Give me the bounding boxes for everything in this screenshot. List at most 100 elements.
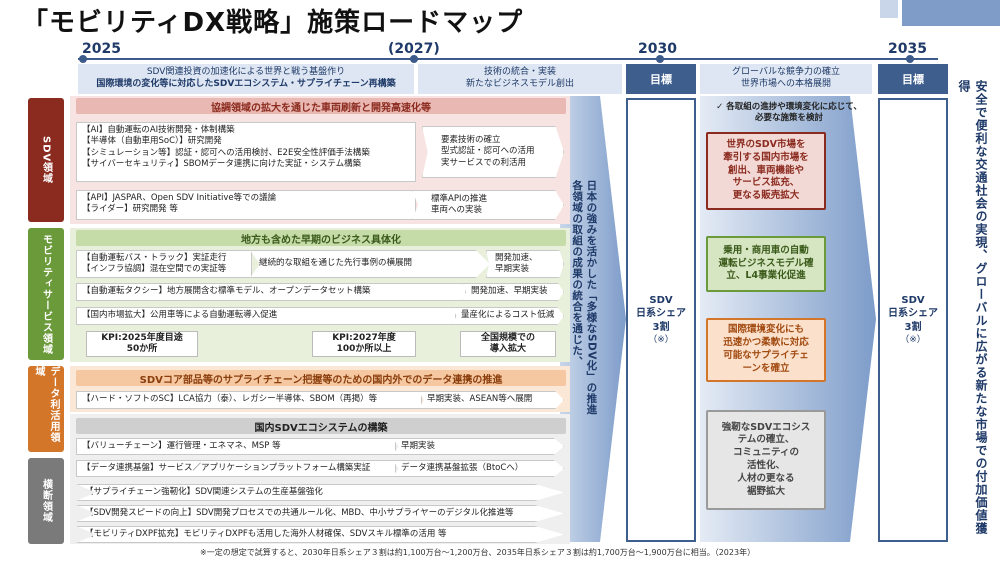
kpi-nationwide: 全国規模での導入拡大 [460, 331, 556, 357]
mobility-domestic: 【国内市場拡大】公用車等による自動運転導入促進 [76, 307, 456, 325]
sdv-item-simulation: 【シミュレーション等】認証・認可への活用検討、E2E安全性評価手法構築 [82, 147, 370, 158]
g3-line3: 可能なサプライチェ [723, 350, 809, 361]
g1-line5: 更なる販売拡大 [732, 190, 800, 202]
phase3-line1: グローバルな競争力の確立 [732, 67, 840, 78]
data-section-header: SDVコア部品等のサプライチェーン把握等のための国内外でのデータ連携の推進 [76, 370, 566, 386]
kpi-2027-label: KPI:2027年度 [332, 332, 396, 343]
goal-supply-chain: 国際環境変化にも 迅速かつ柔軟に対応 可能なサプライチェ ーンを確立 [706, 318, 826, 382]
cross-value-chain-next: 早期実装 [392, 438, 564, 455]
integration-arrow [560, 96, 626, 542]
data-hard-soft-sc: 【ハード・ソフトのSC】LCA協力（泰）、レガシー半導体、SBOM（再掲）等 [76, 391, 422, 409]
cross-dxpf: 【モビリティDXPF拡充】モビリティDXPFも活用した海外人材確保、SDVスキル… [76, 526, 564, 543]
sdv-next-2: 型式認証・認可への活用 [441, 146, 535, 157]
page-title: 「モビリティDX戦略」施策ロードマップ [22, 8, 524, 38]
sdv-item-api: 【API】JASPAR、Open SDV Initiative等での議論 [82, 193, 277, 203]
year-2035: 2035 [888, 41, 927, 57]
g4-line6: 裾野拡大 [746, 485, 785, 497]
phase1-line1: SDV関連投資の加速化による世界と戦う基盤作り [146, 67, 346, 78]
cross-data-platform: 【データ連携基盤】サービス／アプリケーションプラットフォーム構築実証 [76, 460, 396, 477]
year-2030: 2030 [638, 41, 677, 57]
goal-2035-value: 3割 [904, 321, 922, 333]
mobility-domestic-next: 量産化によるコスト低減 [452, 307, 564, 325]
kpi-2025-value: 50か所 [126, 344, 158, 354]
check-note: ✓ 各取組の進捗や環境変化に応じて、 必要な施策を検討 [704, 102, 874, 125]
g1-line3: 創出、車両機能や [727, 164, 804, 176]
cross-section-header: 国内SDVエコシステムの構築 [76, 418, 566, 434]
g3-line2: 迅速かつ柔軟に対応 [723, 337, 809, 349]
goal-mobility: 乗用・商用車の自動 運転ビジネスモデル確 立、L4事業化促進 [706, 236, 826, 292]
timeline-dot [906, 55, 914, 63]
integration-text-line2: 日本の強みを活かした「多様なSDV化」の推進 [585, 180, 598, 415]
header-decoration [880, 0, 1000, 26]
sdv-next2-2: 車両への実装 [431, 205, 483, 215]
cross-supply-chain: 【サプライチェーン強靭化】SDV関連システムの生産基盤強化 [76, 484, 564, 501]
sdv-items2-box: 【API】JASPAR、Open SDV Initiative等での議論 【ライ… [76, 190, 416, 220]
year-2025: 2025 [82, 41, 121, 57]
g4-line5: 人材の更なる [737, 472, 795, 484]
phase1-line2: 国際環境の変化等に対応したSDVエコシステム・サプライチェーン再構築 [96, 79, 396, 89]
kpi-2027-value: 100か所以上 [336, 344, 392, 354]
footnote: ※一定の想定で試算すると、2030年日系シェア３割は約1,100万台～1,200… [200, 548, 756, 557]
goal-sdv-market: 世界のSDV市場を 牽引する国内市場を 創出、車両機能や サービス拡充、 更なる… [706, 132, 826, 210]
sdv-section-header: 協調領域の拡大を通じた車両刷新と開発高速化等 [76, 98, 566, 114]
sdv-next-3: 実サービスでの利活用 [441, 157, 527, 168]
g3-line4: ーンを確立 [742, 362, 790, 374]
cross-value-chain: 【バリューチェーン】運行管理・エネマネ、MSP 等 [76, 438, 396, 455]
goal-2035-header: 目標 [878, 64, 948, 94]
goal-2030-share: 日系シェア [636, 308, 686, 320]
g1-line4: サービス拡充、 [732, 177, 800, 189]
phase3-header: グローバルな競争力の確立 世界市場への本格展開 [700, 64, 872, 94]
g2-line1: 乗用・商用車の自動 [723, 244, 809, 256]
goal-2035-sdv: SDV [901, 294, 925, 306]
g2-line2: 運転ビジネスモデル確 [718, 257, 814, 269]
g4-line1: 強靭なSDVエコシス [721, 421, 811, 433]
goal-ecosystem: 強靭なSDVエコシス テムの確立、 コミュニティの 活性化、 人材の更なる 裾野… [706, 410, 826, 510]
phase2-header: 技術の統合・実装 新たなビジネスモデル創出 [418, 64, 622, 94]
g1-line2: 牽引する国内市場を [723, 151, 809, 163]
kpi-nationwide-2: 導入拡大 [489, 344, 526, 354]
goal-2035-box: SDV 日系シェア 3割 （※） [878, 98, 948, 542]
g4-line3: コミュニティの [733, 447, 799, 459]
check-note-1: ✓ 各取組の進捗や環境変化に応じて、 [716, 102, 862, 112]
goal-2030-header: 目標 [626, 64, 696, 94]
cross-dev-speed: 【SDV開発スピードの向上】SDV開発プロセスでの共通ルール化、MBD、中小サプ… [76, 505, 564, 522]
sdv-item-security: 【サイバーセキュリティ】SBOMデータ連携に向けた実証・システム構築 [82, 159, 362, 170]
goal-2030-box: SDV 日系シェア 3割 （※） [626, 98, 696, 542]
goal-2035-note: （※） [900, 335, 926, 346]
mobility-r1c-2: 早期実装 [495, 264, 530, 274]
side-tag-mobility: モビリティサービス領域 [28, 228, 64, 360]
kpi-2025-label: KPI:2025年度目途 [101, 332, 183, 343]
mobility-r1c-1: 開発加速、 [495, 252, 538, 263]
mobility-r1a-box: 【自動運転バス・トラック】実証走行 【インフラ協調】混在空間での実証等 [76, 250, 252, 278]
phase2-line1: 技術の統合・実装 [483, 67, 556, 78]
mobility-taxi-next: 開発加速、早期実装 [462, 283, 564, 301]
sdv-items-box: 【AI】自動運転のAI技術開発・体制構築 【半導体（自動車用SoC）】研究開発 … [76, 122, 416, 182]
side-tag-sdv: SDV領域 [28, 98, 64, 222]
sdv-next2-arrow: 標準APIの推進 車両への実装 [412, 190, 564, 220]
cross-section-bg [70, 414, 570, 544]
sdv-next-arrow: 要素技術の確立 型式認証・認可への活用 実サービスでの利活用 [422, 126, 564, 178]
mobility-r1c-arrow: 開発加速、 早期実装 [486, 250, 564, 278]
cross-data-platform-next: データ連携基盤拡張（BtoCへ） [392, 460, 564, 477]
data-hard-soft-next: 早期実装、ASEAN等へ展開 [418, 391, 564, 409]
sdv-item-lidar: 【ライダー】研究開発 等 [82, 204, 178, 215]
integration-text-line1: 各領域の取組の成果の統合を通じた、 [571, 180, 584, 367]
mobility-r1b-arrow: 継続的な取組を通じた先行事例の横展開 [250, 250, 490, 278]
kpi-nationwide-1: 全国規模での [480, 332, 535, 343]
side-tag-data: データ利活用領域 [28, 366, 64, 452]
phase2-line2: 新たなビジネスモデル創出 [465, 79, 574, 89]
g1-line1: 世界のSDV市場を [726, 138, 806, 150]
goal-2030-sdv: SDV [649, 294, 673, 306]
g4-line2: テムの確立、 [737, 434, 795, 446]
sdv-item-semiconductor: 【半導体（自動車用SoC）】研究開発 [82, 136, 222, 147]
sdv-next-1: 要素技術の確立 [441, 134, 501, 145]
g3-line1: 国際環境変化にも [727, 324, 804, 336]
mobility-infra: 【インフラ協調】混在空間での実証等 [82, 264, 227, 275]
phase3-line2: 世界市場への本格展開 [740, 79, 831, 89]
integration-text: 各領域の取組の成果の統合を通じた、 日本の強みを活かした「多様なSDV化」の推進 [570, 180, 598, 500]
goal-2035-share: 日系シェア [888, 308, 938, 320]
timeline-dot [79, 55, 87, 63]
mobility-taxi: 【自動運転タクシー】地方展開含む標準モデル、オープンデータセット構築 [76, 283, 466, 301]
